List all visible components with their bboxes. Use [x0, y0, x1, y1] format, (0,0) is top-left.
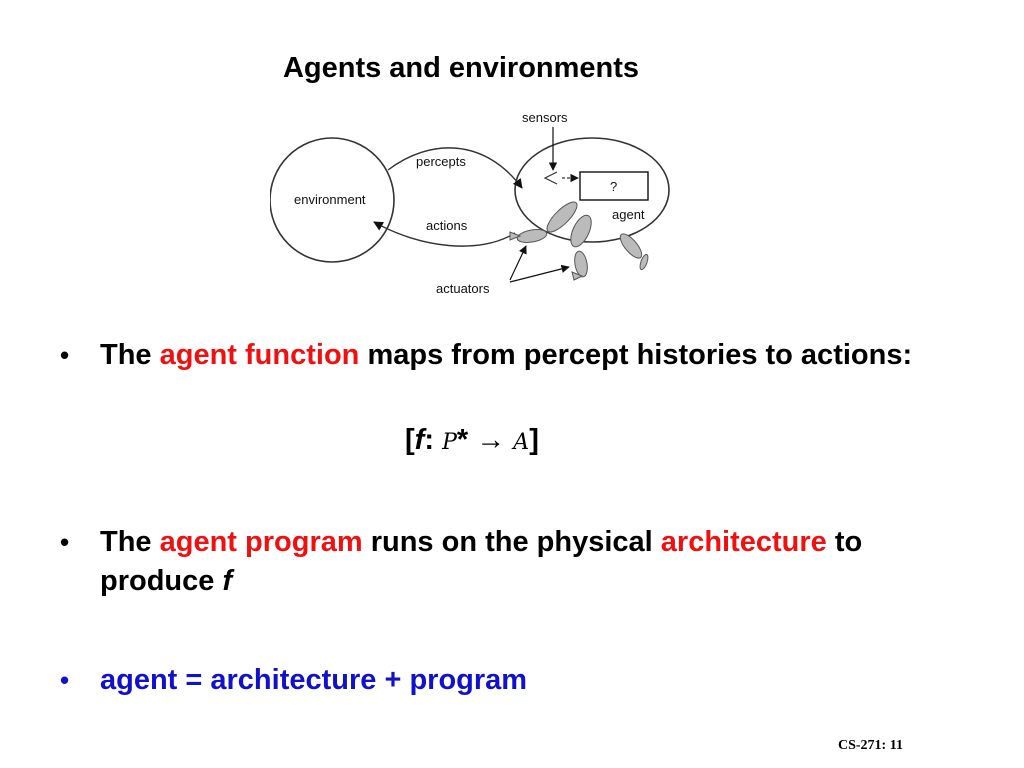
formula-p: P: [442, 430, 457, 455]
sensors-label: sensors: [522, 110, 568, 125]
agent-definition-text: agent = architecture + program: [100, 664, 528, 696]
agent-program-box: [579, 171, 649, 201]
environment-label: environment: [294, 192, 366, 207]
actions-arc: [373, 221, 516, 247]
slide-footer: CS-271: 11: [838, 738, 903, 753]
bullet-rest: maps from percept histories to actions:: [359, 339, 913, 371]
actions-label: actions: [426, 218, 468, 233]
bullet-symbol: •: [60, 340, 70, 370]
actuators-label: actuators: [436, 281, 490, 296]
bullet-prefix: The: [100, 339, 160, 371]
bullet-symbol: •: [60, 527, 70, 557]
formula-arrow: →: [468, 424, 514, 456]
formula-a: A: [513, 430, 530, 455]
agent-function-formula: [f: P* → A]: [405, 424, 539, 457]
formula-close-bracket: ]: [529, 424, 539, 456]
actuators-arrow-2: [509, 264, 570, 283]
bullet-body: agent = architecture + program: [100, 661, 960, 700]
term-agent-program: agent program: [159, 526, 363, 558]
percepts-arc: [387, 147, 523, 189]
agent-label: agent: [612, 207, 645, 222]
agent-environment-diagram: environment percepts actions sensors ? a…: [270, 110, 670, 296]
term-agent-function: agent function: [159, 339, 360, 371]
bullet-suffix: to produce: [100, 526, 863, 597]
formula-f: f: [414, 424, 425, 456]
bullet-symbol: •: [60, 665, 70, 695]
environment-circle: [270, 137, 395, 263]
actuator-limbs: [509, 201, 649, 281]
formula-colon: :: [424, 424, 443, 456]
sensor-eye-shape: [543, 171, 558, 185]
slide-title: Agents and environments: [282, 52, 640, 84]
agent-program-box-label: ?: [610, 179, 617, 194]
formula-star: *: [456, 424, 469, 456]
term-architecture: architecture: [660, 526, 827, 558]
bullet-body: The agent function maps from percept his…: [100, 336, 960, 375]
actuators-arrow-1: [509, 245, 527, 281]
bullet-prefix: The: [100, 526, 160, 558]
formula-open-bracket: [: [405, 424, 415, 456]
bullet-middle: runs on the physical: [362, 526, 661, 558]
percepts-label: percepts: [416, 154, 466, 169]
agent-ellipse: [514, 137, 670, 243]
bullet-italic-f: f: [222, 565, 233, 597]
bullet-body: The agent program runs on the physical a…: [100, 523, 960, 601]
